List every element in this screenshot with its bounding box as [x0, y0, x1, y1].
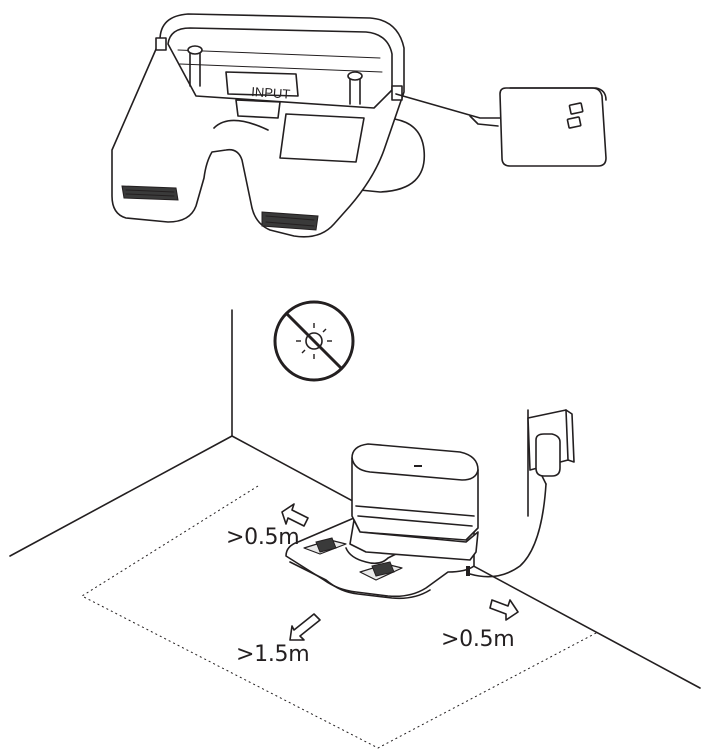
power-cable: [469, 483, 547, 578]
left-clearance-arrow: [281, 503, 309, 527]
wall-outlet-icon: [527, 409, 575, 485]
input-port-label: INPUT: [251, 84, 291, 102]
charging-dock: [285, 443, 479, 600]
right-clearance-arrow: [489, 599, 519, 621]
no-direct-sunlight-icon: [273, 300, 355, 382]
front-clearance-arrow: [289, 613, 321, 641]
power-adapter-icon: [499, 87, 607, 167]
front-clearance-label: >1.5m: [236, 642, 310, 667]
charging-dock-rear-view: [111, 13, 501, 238]
left-clearance-label: >0.5m: [226, 525, 300, 550]
right-clearance-label: >0.5m: [441, 627, 515, 652]
